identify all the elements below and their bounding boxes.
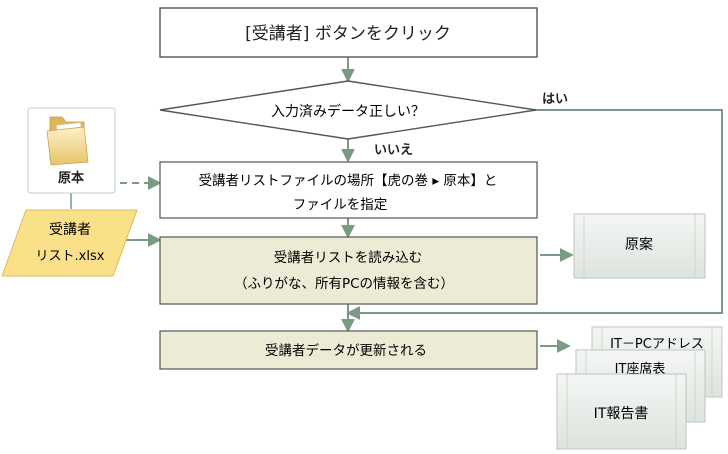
doc-report: IT報告書 [556, 373, 687, 450]
load-list-node: 受講者リストを読み込む （ふりがな、所有PCの情報を含む） [159, 236, 538, 305]
folder-label: 原本 [58, 170, 84, 186]
data-file-node: 受講者 リスト.xlsx [1, 209, 138, 277]
file-line-1: 受講者 [49, 222, 91, 238]
decision-label: 入力済みデータ正しい？ [271, 103, 425, 120]
specify-line-1: 受講者リストファイルの場所【虎の巻 ▸ 原本】と [199, 173, 498, 189]
source-folder: 原本 [27, 107, 116, 194]
doc-seating-label: IT座席表 [615, 361, 666, 377]
connectors [70, 57, 723, 353]
doc-pc-address-label: IT－PCアドレス [610, 337, 704, 352]
start-node: [受講者] ボタンをクリック [159, 7, 538, 58]
specify-file-node: 受講者リストファイルの場所【虎の巻 ▸ 原本】と ファイルを指定 [159, 161, 538, 219]
decision-node: 入力済みデータ正しい？ [159, 80, 537, 140]
draft-document: 原案 [573, 213, 706, 279]
update-node: 受講者データが更新される [159, 330, 538, 370]
no-label: いいえ [374, 143, 413, 158]
edge-decision-yes [346, 109, 723, 320]
update-label: 受講者データが更新される [265, 342, 427, 359]
draft-label: 原案 [625, 236, 653, 253]
output-documents: IT－PCアドレス IT座席表 IT報告書 [556, 326, 723, 450]
folder-icon [46, 116, 89, 166]
doc-report-label: IT報告書 [594, 406, 649, 422]
start-label: [受講者] ボタンをクリック [245, 24, 451, 44]
file-line-2: リスト.xlsx [36, 249, 105, 264]
yes-label: はい [542, 92, 568, 107]
specify-line-2: ファイルを指定 [293, 197, 388, 213]
load-line-1: 受講者リストを読み込む [274, 250, 423, 266]
load-line-2: （ふりがな、所有PCの情報を含む） [234, 276, 454, 292]
